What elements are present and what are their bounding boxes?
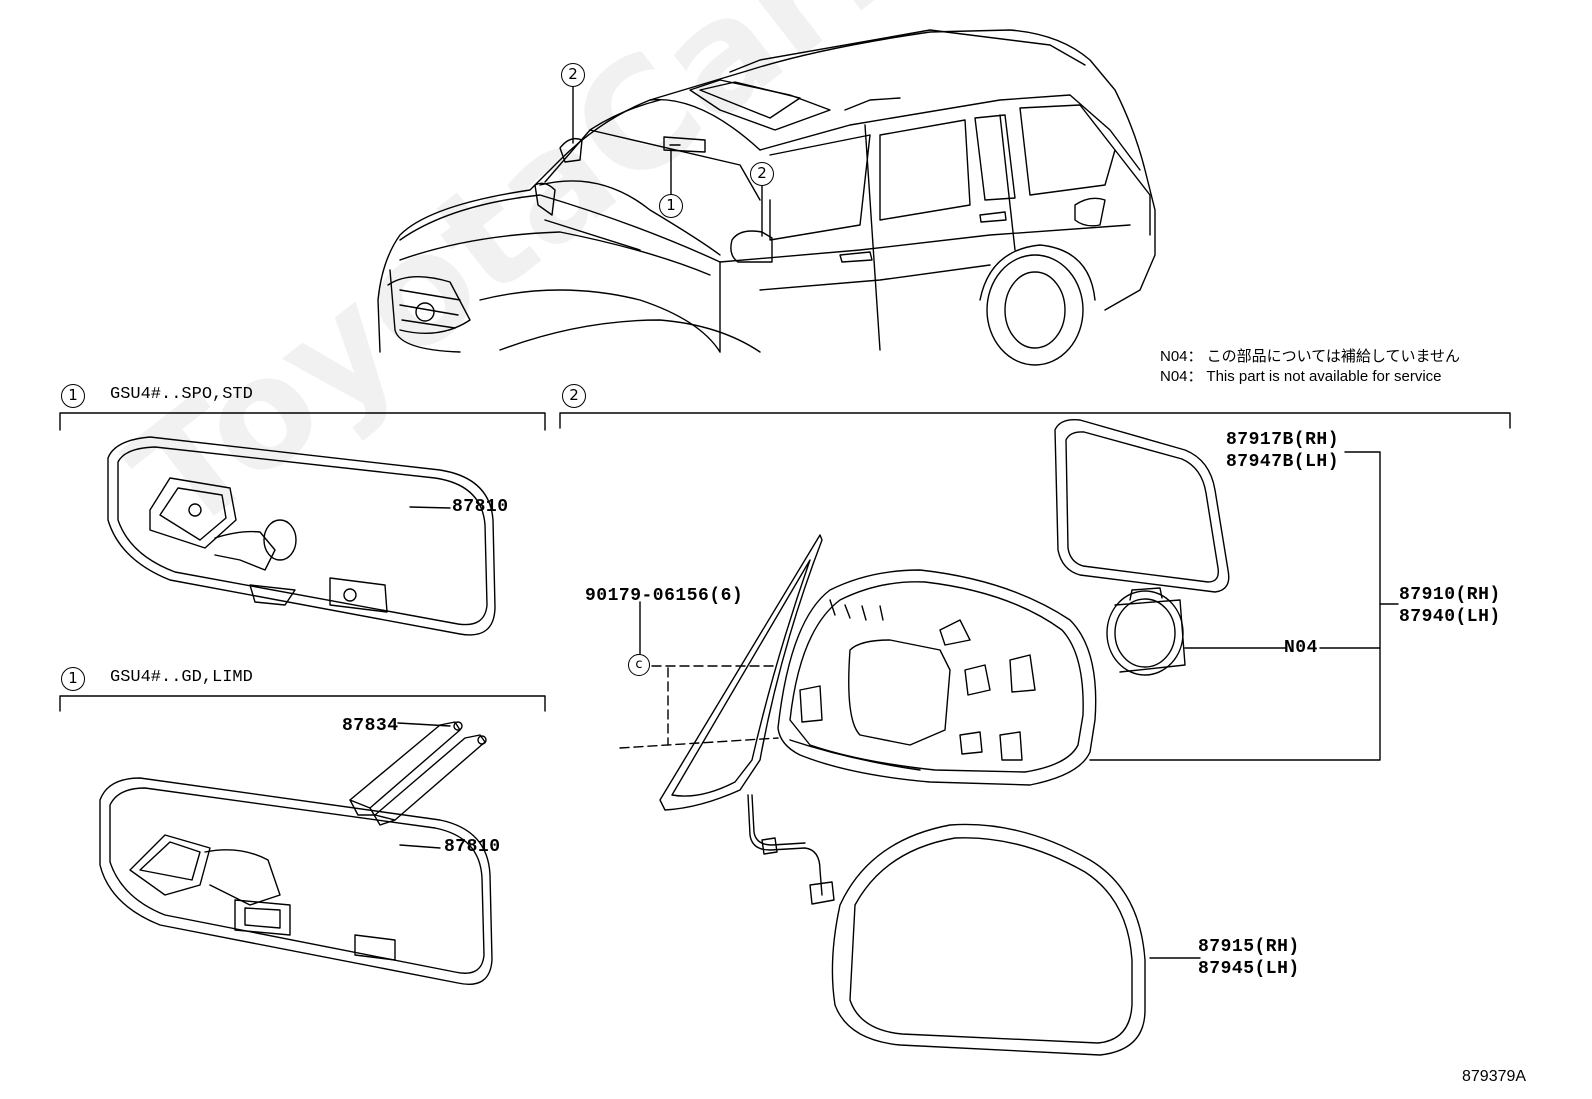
part-glass-rh: 87917B(RH) [1226,430,1340,450]
part-actuator: N04 [1284,638,1318,658]
note-jp: N04： この部品については補給していません [1160,348,1461,365]
part-screw: 90179-06156(6) [585,586,744,606]
note-en: N04： This part is not available for serv… [1160,368,1442,385]
actuator [1106,587,1186,676]
callout-2-side: 2 [750,162,774,186]
section2-badge: 1 [61,667,85,691]
part-assy-rh: 87910(RH) [1399,585,1501,605]
section1-bracket [59,412,546,431]
leader-87834 [397,722,451,727]
figure-code: 879379A [1462,1068,1527,1085]
rear-mirror-a [107,436,496,636]
part-87810-a: 87810 [452,497,509,517]
holder-87834 [349,721,487,826]
callout-2-top: 2 [561,63,585,87]
leader-87810-a [409,506,451,509]
section3-bracket [559,412,1511,429]
section1-badge: 1 [61,384,85,408]
part-87810-b: 87810 [444,837,501,857]
rear-mirror-b [99,777,493,985]
screw-mark: c [628,654,650,676]
part-assy-lh: 87940(LH) [1399,607,1501,627]
outside-mirror [659,534,1097,905]
mirror-glass [1054,419,1230,593]
leader-87810-b [399,844,441,849]
part-87834: 87834 [342,716,399,736]
section3-badge: 2 [562,384,586,408]
part-glass-lh: 87947B(LH) [1226,452,1340,472]
section2-bracket [59,695,546,712]
assy-bracket [1089,451,1381,761]
callout-1: 1 [659,194,683,218]
mirror-cover [831,823,1146,1056]
screw-dash-b [619,737,779,749]
section1-title: GSU4#..SPO,STD [110,385,253,404]
vehicle-drawing [377,29,1156,366]
section2-title: GSU4#..GD,LIMD [110,668,253,687]
part-cover-lh: 87945(LH) [1198,959,1300,979]
part-cover-rh: 87915(RH) [1198,937,1300,957]
